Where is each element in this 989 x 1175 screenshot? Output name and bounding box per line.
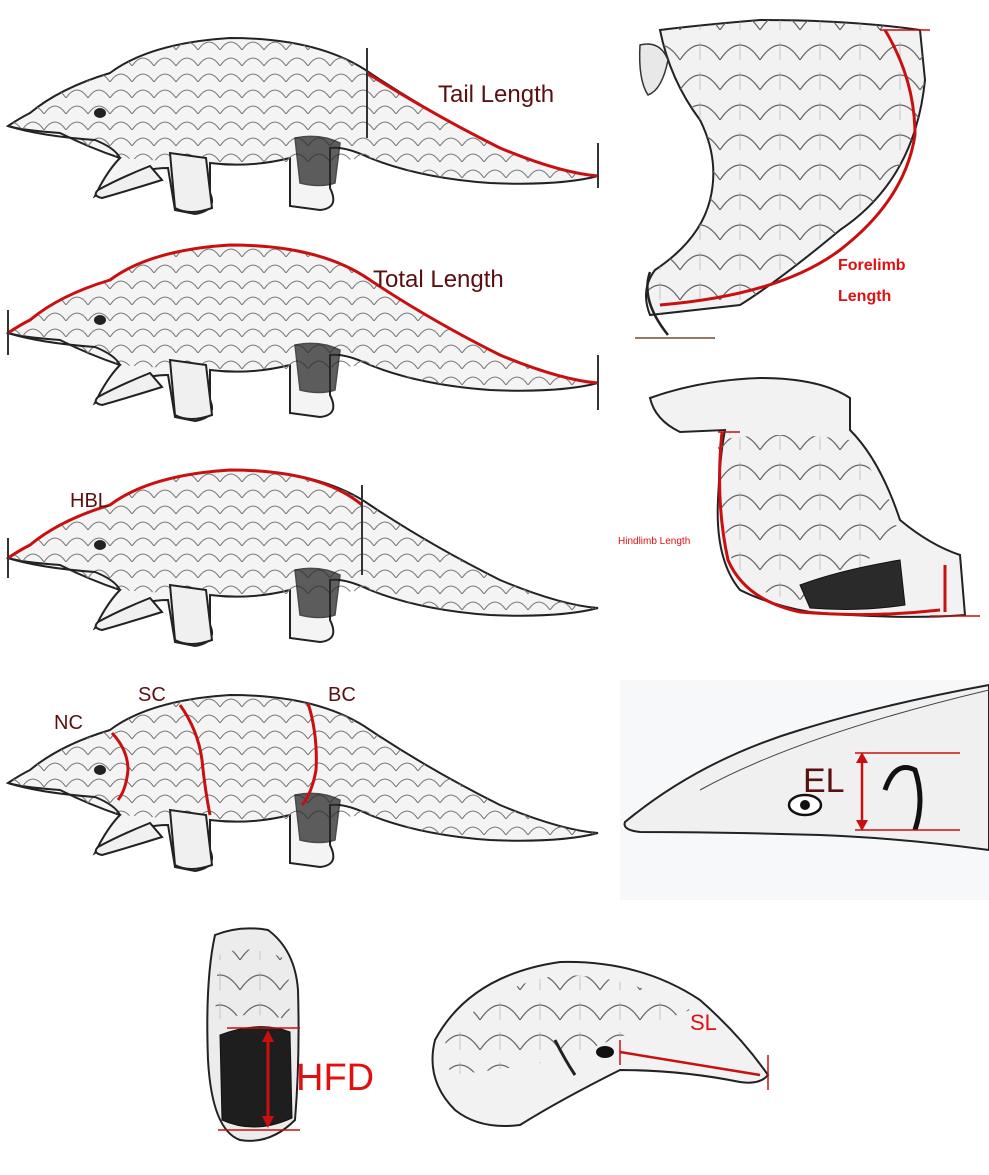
nc-label: NC [54,712,83,734]
hindlimb-illustration [650,378,980,617]
tail-length-label: Tail Length [438,81,554,108]
hbl-label: HBL [70,490,109,512]
bc-label: BC [328,684,356,706]
total-length-label: Total Length [373,266,504,293]
sl-label: SL [690,1010,717,1035]
el-label: EL [803,762,845,800]
sc-label: SC [138,684,166,706]
pangolin-circumferences [8,695,598,871]
hindlimb-label: Hindlimb Length [618,536,690,547]
hfd-label: HFD [296,1057,374,1099]
forelimb-label-line1: Forelimb [838,257,906,274]
forelimb-label-line2: Length [838,288,891,305]
head-illustration [433,962,769,1126]
pangolin-tail-length [8,38,598,214]
pangolin-total-length [8,245,598,421]
hindfoot-illustration [207,928,300,1141]
